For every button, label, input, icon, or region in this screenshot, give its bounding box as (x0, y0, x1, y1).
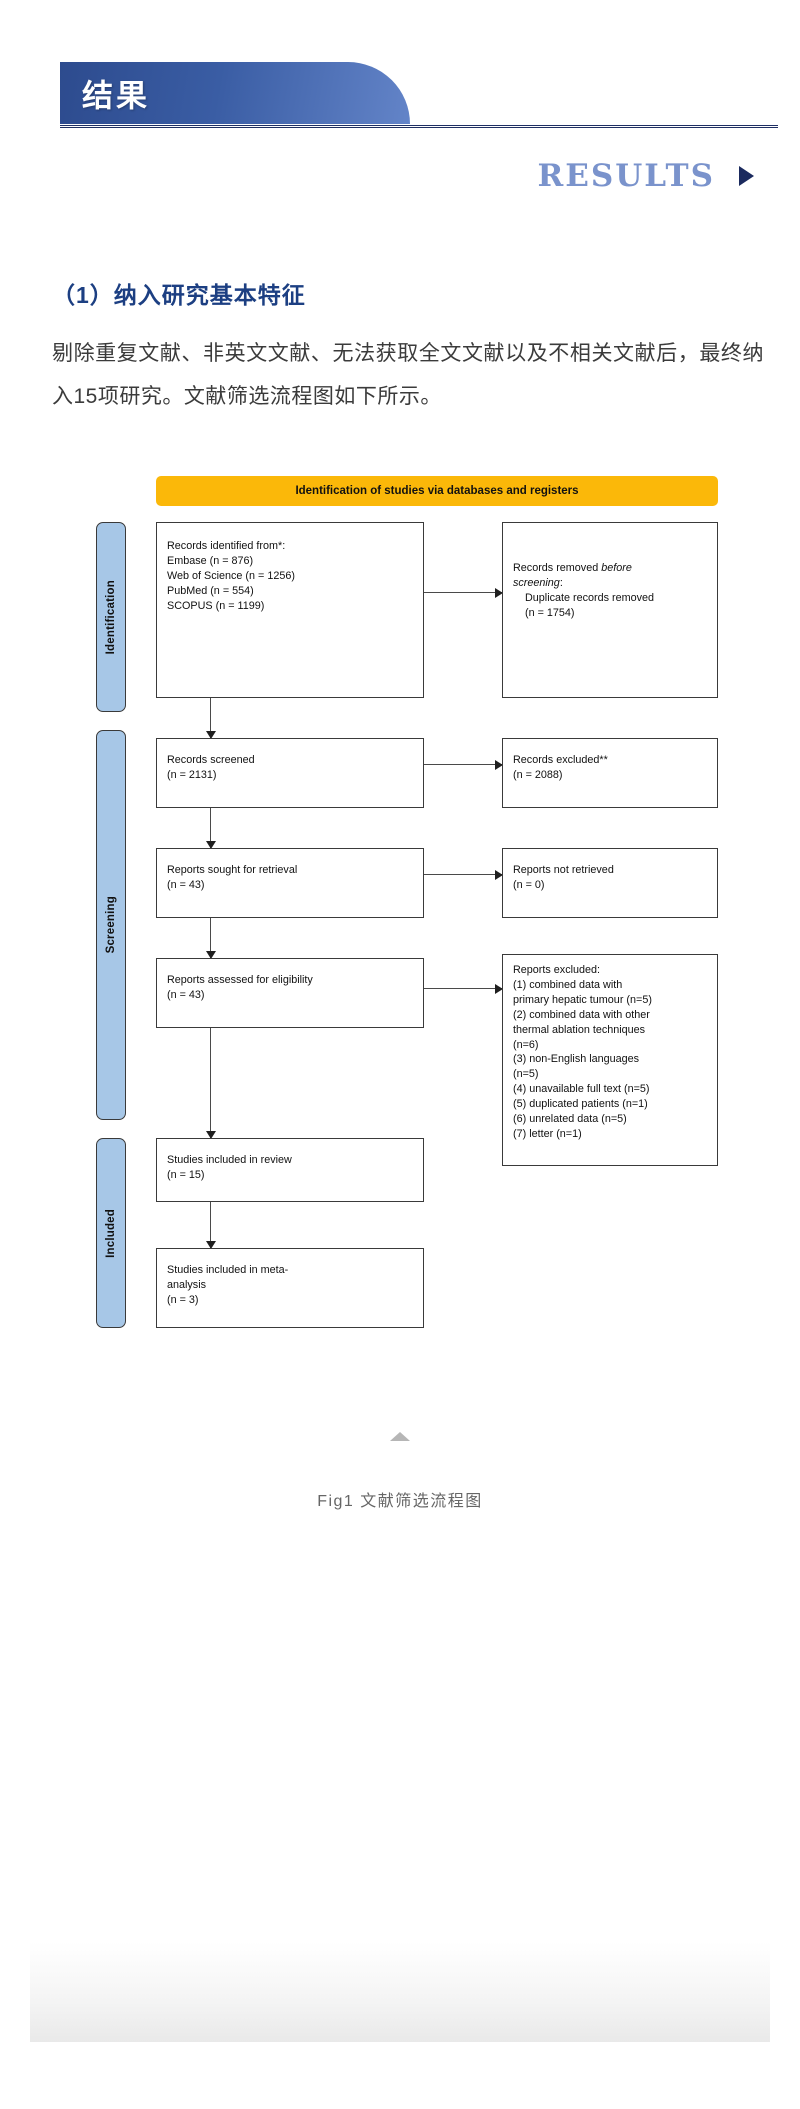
figure-caption: Fig1 文献筛选流程图 (317, 1493, 483, 1511)
node-studies-included-meta: Studies included in meta- analysis (n = … (156, 1248, 424, 1329)
results-label: RESULTS (537, 158, 715, 194)
node-records-screened: Records screened (n = 2131) (156, 738, 424, 809)
node-reports-assessed: Reports assessed for eligibility (n = 43… (156, 958, 424, 1029)
arrow-screened-to-excluded (424, 764, 502, 766)
sub-heading: （1）纳入研究基本特征 (52, 282, 306, 308)
arrow-identified-to-removed (424, 592, 502, 594)
results-subtitle-row: RESULTS (0, 158, 800, 194)
node-reports-excluded: Reports excluded: (1) combined data with… (502, 954, 718, 1167)
diagram-banner: Identification of studies via databases … (156, 476, 718, 507)
section-header-band: 结果 (60, 62, 410, 124)
header-divider (60, 125, 778, 128)
arrow-assessed-to-excluded (424, 988, 502, 990)
page-title: 结果 (82, 78, 150, 115)
arrow-assessed-to-included (210, 1028, 212, 1139)
node-reports-sought: Reports sought for retrieval (n = 43) (156, 848, 424, 919)
node-reports-not-retrieved: Reports not retrieved (n = 0) (502, 848, 718, 919)
phase-tab-identification-label: Identification (105, 579, 117, 655)
node-records-identified: Records identified from*: Embase (n = 87… (156, 522, 424, 699)
arrow-review-to-meta (210, 1202, 212, 1249)
triangle-up-icon[interactable] (390, 1432, 410, 1442)
node-records-excluded: Records excluded** (n = 2088) (502, 738, 718, 809)
phase-tab-screening: Screening (96, 730, 126, 1121)
arrow-sought-to-not-retrieved (424, 874, 502, 876)
phase-tab-included-label: Included (105, 1208, 117, 1258)
arrow-screened-to-sought (210, 808, 212, 849)
section-header: 结果 (0, 62, 800, 134)
body-paragraph: 剔除重复文献、非英文文献、无法获取全文文献以及不相关文献后，最终纳入15项研究。… (52, 342, 764, 409)
phase-tab-included: Included (96, 1138, 126, 1329)
bottom-gradient-card (30, 1942, 770, 2042)
arrow-sought-to-assessed (210, 918, 212, 959)
play-triangle-icon (739, 166, 754, 186)
body-block: （1）纳入研究基本特征 剔除重复文献、非英文文献、无法获取全文文献以及不相关文献… (52, 276, 764, 418)
phase-tab-identification: Identification (96, 522, 126, 713)
arrow-identified-to-screened (210, 698, 212, 739)
phase-tab-screening-label: Screening (105, 896, 117, 954)
prisma-flow-diagram: Identification of studies via databases … (30, 476, 770, 1376)
figure-footer: Fig1 文献筛选流程图 (0, 1432, 800, 1511)
node-studies-included-review: Studies included in review (n = 15) (156, 1138, 424, 1203)
